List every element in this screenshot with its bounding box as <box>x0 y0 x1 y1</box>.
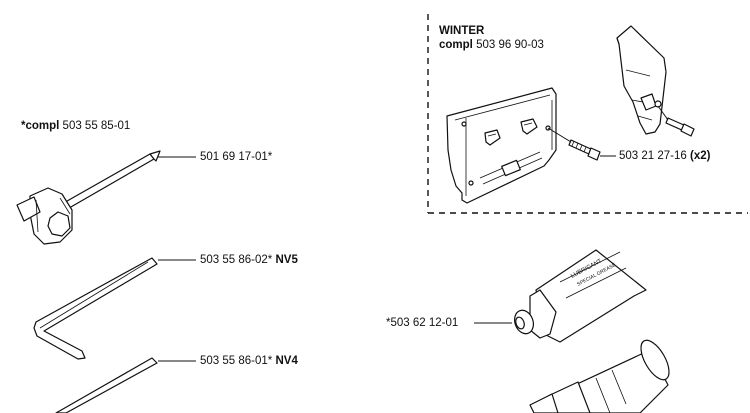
winter-screw-qty: (x2) <box>690 150 711 162</box>
hex-key-nv4-size: NV4 <box>275 355 298 367</box>
hex-key-nv5-drawing <box>33 257 158 360</box>
winter-screw-number: 503 21 27-16 <box>619 150 687 162</box>
winter-shutter-drawing <box>616 25 667 135</box>
winter-kit-compl: compl 503 96 90-03 <box>439 39 544 52</box>
combination-wrench-drawing <box>16 150 161 245</box>
tool-kit-compl: *compl 503 55 85-01 <box>21 120 130 133</box>
winter-kit-title: WINTER <box>439 25 485 37</box>
wrench-part-label: 501 69 17-01* <box>200 151 273 163</box>
hex-key-nv5-label: 503 55 86-02* NV5 <box>200 254 298 267</box>
winter-kit-frame <box>427 14 748 214</box>
winter-screw-left-drawing <box>547 127 601 161</box>
winter-screw-right-drawing <box>657 105 695 137</box>
winter-screw-label: 503 21 27-16 (x2) <box>619 150 710 163</box>
hex-key-nv4-drawing <box>55 357 158 413</box>
tool-kit-prefix: *compl <box>21 120 60 132</box>
tool-kit-number: 503 55 85-01 <box>62 120 131 132</box>
hex-key-nv4-label: 503 55 86-01* NV4 <box>200 355 298 368</box>
hex-key-nv4-number: 503 55 86-01* <box>200 355 273 367</box>
winter-compl-number: 503 96 90-03 <box>476 39 544 51</box>
grease-tube-label: *503 62 12-01 <box>386 317 459 329</box>
hex-key-nv5-size: NV5 <box>275 254 298 266</box>
hex-key-nv5-number: 503 55 86-02* <box>200 254 273 266</box>
winter-cover-plate-drawing <box>446 87 557 204</box>
grease-tube-drawing: LUBRICANT SPECIAL GREASE <box>513 249 647 343</box>
winter-compl-prefix: compl <box>439 39 473 51</box>
grease-gun-drawing <box>529 339 670 413</box>
